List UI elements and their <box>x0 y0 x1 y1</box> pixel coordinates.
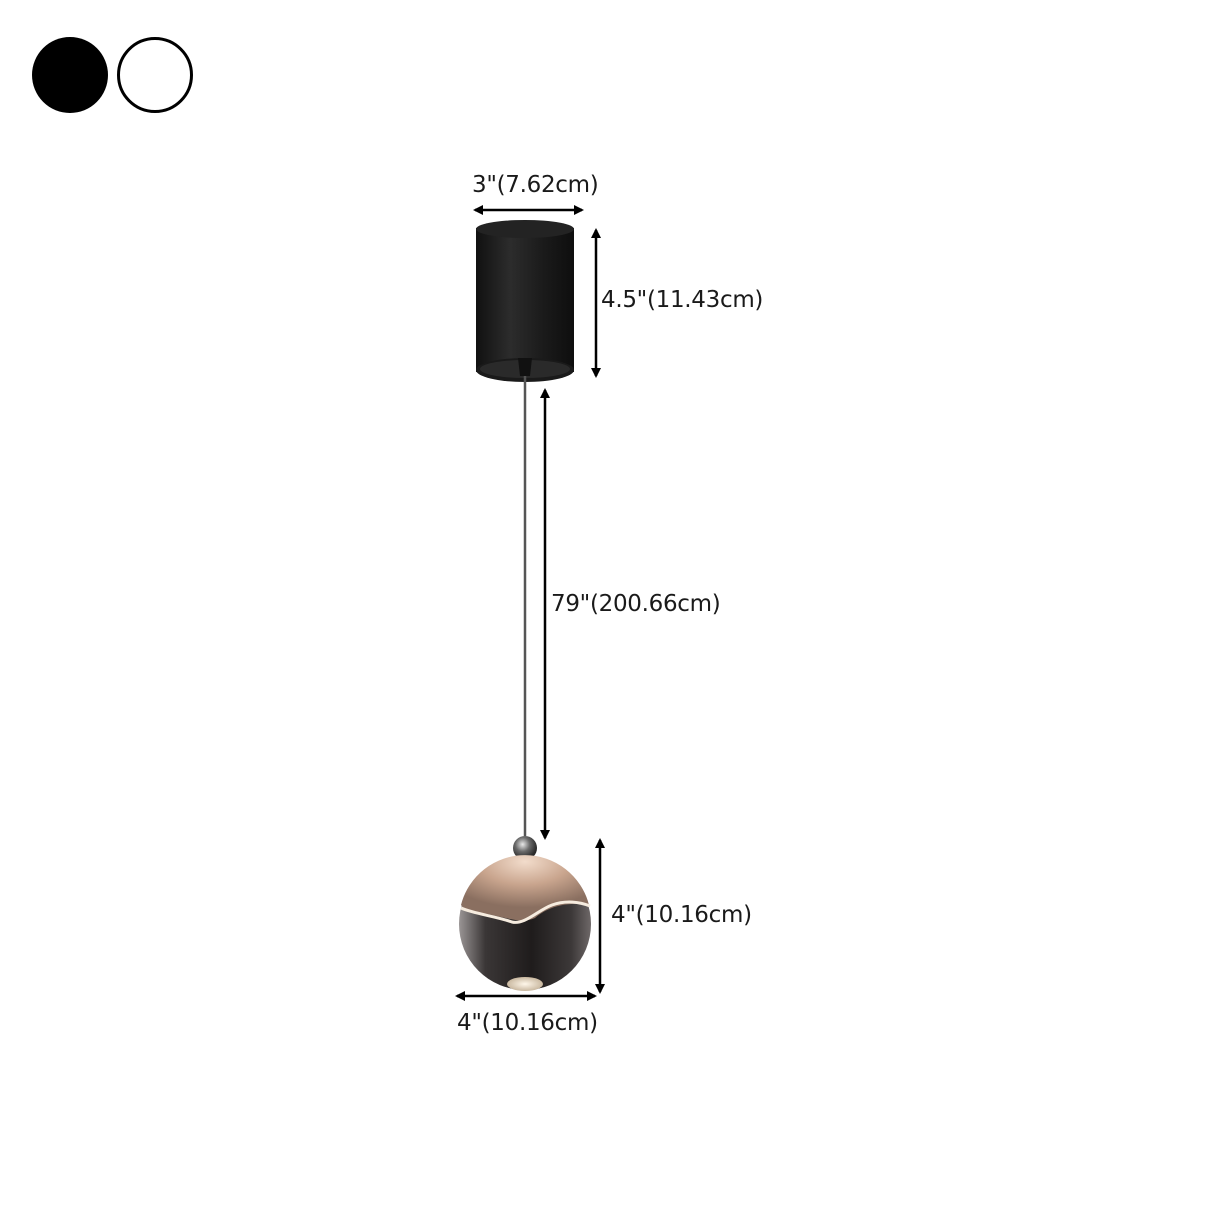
color-swatch-white[interactable] <box>117 37 193 113</box>
color-swatches <box>32 37 193 113</box>
canopy-width-label: 3"(7.62cm) <box>472 172 599 198</box>
cord-length-label: 79"(200.66cm) <box>551 591 721 617</box>
canopy <box>476 220 574 382</box>
canopy-height-label: 4.5"(11.43cm) <box>601 287 764 313</box>
pendant-shade <box>459 836 591 991</box>
shade-height-label: 4"(10.16cm) <box>611 902 752 928</box>
shade-width-label: 4"(10.16cm) <box>457 1010 598 1036</box>
color-swatch-black[interactable] <box>32 37 108 113</box>
